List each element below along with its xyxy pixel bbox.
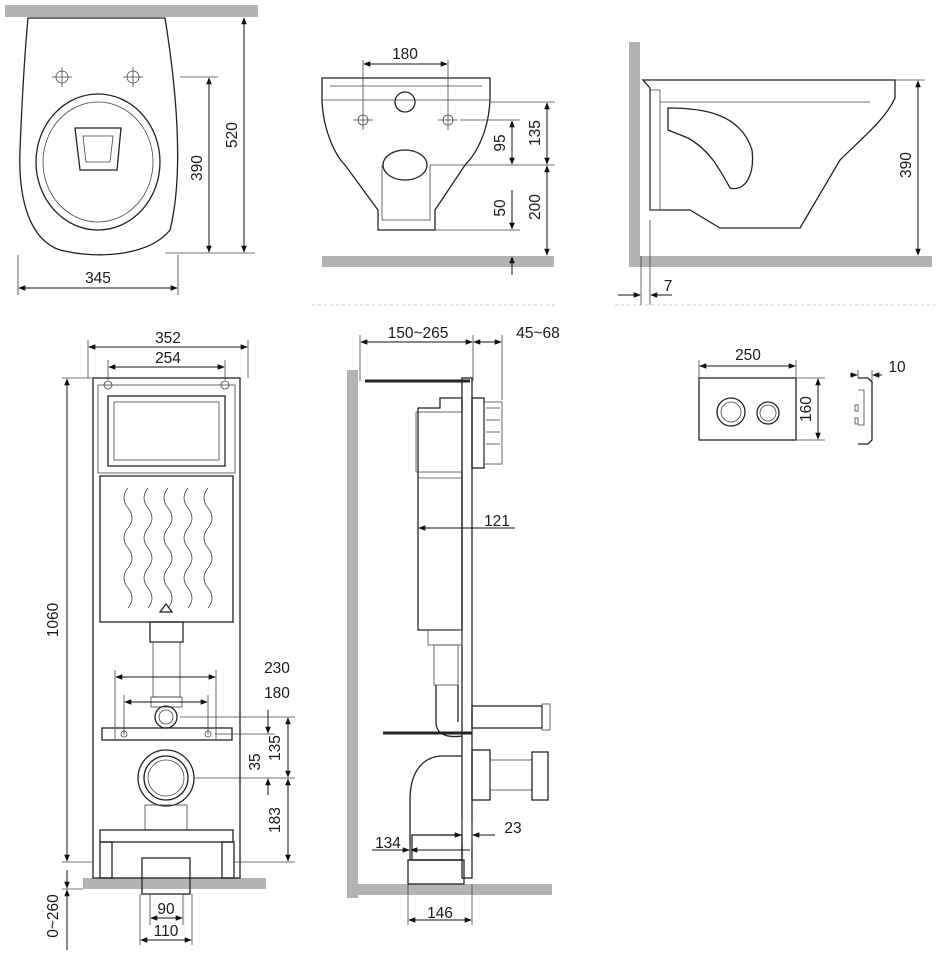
dim-146: 146 — [427, 905, 453, 922]
dim-45-68: 45~68 — [516, 325, 560, 342]
dim-352: 352 — [155, 330, 181, 347]
dim-110: 110 — [154, 923, 179, 940]
dim-23: 23 — [504, 820, 521, 837]
dim-134: 134 — [375, 835, 401, 852]
wall-bar — [5, 5, 258, 17]
frame-side-view — [347, 335, 552, 925]
dim-390-top: 390 — [189, 155, 206, 181]
dim-0-260: 0~260 — [45, 894, 62, 938]
dim-7: 7 — [664, 278, 673, 295]
flush-plate — [698, 360, 882, 445]
dim-180-front: 180 — [392, 46, 418, 63]
dim-95: 95 — [492, 134, 509, 151]
dim-230: 230 — [264, 660, 290, 677]
dim-135-front: 135 — [527, 120, 544, 146]
dim-520: 520 — [224, 122, 241, 148]
dim-90: 90 — [157, 901, 175, 918]
floor-frame-side — [347, 884, 552, 895]
dim-150-265: 150~265 — [388, 325, 449, 342]
dim-250: 250 — [735, 347, 761, 364]
dim-345: 345 — [85, 270, 111, 287]
frame-front-view — [62, 340, 295, 950]
dim-160: 160 — [798, 396, 815, 422]
dim-121: 121 — [484, 513, 510, 530]
dim-135-frame: 135 — [267, 735, 284, 761]
wall-side — [629, 42, 640, 267]
dim-10: 10 — [888, 359, 906, 376]
dim-183: 183 — [267, 807, 284, 833]
top-view — [5, 5, 258, 295]
dim-1060: 1060 — [45, 602, 62, 637]
dim-200: 200 — [527, 194, 544, 220]
dim-50: 50 — [492, 199, 509, 217]
floor-side — [629, 256, 932, 267]
dim-35: 35 — [247, 753, 264, 770]
wall-frame-side — [347, 370, 358, 898]
dim-254: 254 — [155, 350, 181, 367]
tank-wave-pattern — [123, 487, 213, 609]
side-view — [618, 42, 932, 305]
floor-bar-front — [322, 256, 554, 267]
dim-180-frame: 180 — [264, 685, 290, 702]
floor-frame-front — [83, 878, 266, 889]
dim-390-side: 390 — [898, 152, 915, 178]
front-view — [321, 60, 555, 275]
